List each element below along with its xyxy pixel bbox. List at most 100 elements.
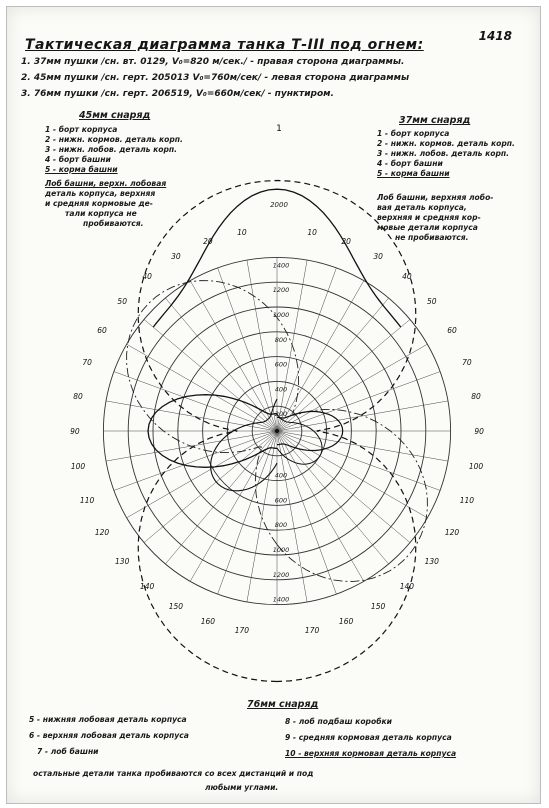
bottom-legend-item: 9 - средняя кормовая деталь корпуса (285, 733, 452, 742)
curve-top-solid (152, 188, 402, 328)
angle-label: 100 (71, 462, 86, 471)
left-legend-note: Лоб башни, верхн. лобовая деталь корпуса… (45, 179, 166, 229)
angle-label: 50 (427, 297, 437, 306)
radial-spoke (276, 280, 365, 432)
left-note-line: пробиваются. (83, 219, 144, 228)
right-note-line: вая деталь корпуса, (377, 203, 467, 212)
angle-label: 140 (400, 582, 415, 591)
angle-label: 60 (97, 326, 107, 335)
angle-label: 150 (169, 602, 184, 611)
radial-spoke (276, 430, 389, 565)
angle-label: 110 (460, 496, 475, 505)
left-note-line: тали корпуса не (65, 209, 137, 218)
right-legend-item: 4 - борт башни (377, 159, 443, 168)
radial-spoke (189, 280, 278, 432)
right-note-line: мовые детали корпуса (377, 223, 478, 232)
bottom-legend-header: 76мм снаряд (247, 699, 319, 710)
left-note-line: и средняя кормовые де- (45, 199, 153, 208)
angle-label: 100 (469, 462, 484, 471)
right-legend-header: 37мм снаряд (399, 115, 471, 126)
angle-label: 10 (237, 228, 247, 237)
right-legend-note: Лоб башни, верхняя лобо- вая деталь корп… (377, 193, 493, 243)
radial-spoke (126, 430, 278, 519)
angle-label: 30 (171, 252, 181, 261)
radial-spoke (113, 430, 278, 491)
ring-label: 1400 (273, 261, 290, 269)
left-note-line: Лоб башни, верхн. лобовая (45, 179, 167, 188)
left-legend-item: 1 - борт корпуса (45, 125, 118, 134)
bottom-legend-item: 10 - верхняя кормовая деталь корпуса (285, 749, 457, 758)
bottom-legend-item: 7 - лоб башни (37, 747, 99, 756)
left-legend-item: 3 - нижн. лобов. деталь корп. (45, 145, 178, 154)
angle-label: 150 (371, 602, 386, 611)
centre-point (275, 429, 279, 433)
ring-label: 400 (275, 472, 287, 480)
angle-label: 20 (203, 237, 213, 246)
diagram-title: Тактическая диаграмма танка Т-III под ог… (25, 37, 424, 53)
right-legend-item: 5 - корма башни (377, 169, 450, 178)
right-note-line: верхняя и средняя кор- (377, 213, 481, 222)
angle-label: 40 (402, 272, 412, 281)
top-range-label: 2000 (270, 201, 288, 209)
ring-label: 1200 (273, 571, 290, 579)
left-legend-item: 5 - корма башни (45, 165, 118, 174)
ring-label: 1000 (273, 546, 290, 554)
curve-45mm-turret-side (210, 398, 278, 492)
bottom-footer-line: остальные детали танка пробиваются со вс… (33, 769, 314, 778)
ring-label: 800 (275, 521, 287, 529)
angle-label: 80 (73, 392, 83, 401)
left-legend: 1 - борт корпуса 2 - нижн. кормов. детал… (45, 125, 183, 175)
weapon-line-1: 1. 37мм пушки /сн. вт. 0129, V₀=820 м/се… (21, 57, 405, 67)
angle-label: 160 (339, 617, 354, 626)
radial-spoke (217, 267, 278, 432)
bottom-footer-line: любыми углами. (205, 783, 279, 792)
curve-dash-dot-lobe (126, 280, 428, 582)
angle-label: 140 (140, 582, 155, 591)
center-label: 1 (276, 124, 282, 134)
left-note-line: деталь корпуса, верхняя (45, 189, 156, 198)
angle-label: 10 (307, 228, 317, 237)
ring-label: 200 (275, 410, 287, 418)
right-legend-item: 2 - нижн. кормов. деталь корп. (377, 139, 515, 148)
angle-label: 120 (95, 528, 110, 537)
radial-spoke (276, 430, 441, 491)
right-note-line: не пробиваются. (395, 233, 469, 242)
bottom-legend-item: 5 - нижняя лобовая деталь корпуса (29, 715, 187, 724)
radial-spoke (143, 430, 278, 543)
angle-label: 130 (425, 557, 440, 566)
radial-spoke (276, 297, 389, 432)
bottom-legend-item: 6 - верхняя лобовая деталь корпуса (29, 731, 189, 740)
angle-label: 90 (474, 427, 484, 436)
radial-spoke (276, 319, 411, 432)
right-legend-item: 1 - борт корпуса (377, 129, 450, 138)
angle-label: 50 (117, 297, 127, 306)
angle-label: 70 (462, 358, 472, 367)
radial-spoke (246, 430, 278, 603)
ring-label: 800 (275, 336, 287, 344)
radial-spoke (246, 259, 278, 432)
angle-label: 120 (445, 528, 460, 537)
document-sheet: 1418 Тактическая диаграмма танка Т-III п… (6, 6, 541, 804)
radial-spoke (126, 343, 278, 432)
right-note-line: Лоб башни, верхняя лобо- (377, 193, 494, 202)
curve-45mm-hull-side (147, 394, 278, 468)
angle-label: 160 (201, 617, 216, 626)
ring-label: 400 (275, 385, 287, 393)
angle-label: 110 (80, 496, 95, 505)
radial-spoke (276, 430, 411, 543)
angle-label: 70 (82, 358, 92, 367)
ring-label: 600 (275, 361, 287, 369)
angle-label: 60 (447, 326, 457, 335)
angle-label: 80 (471, 392, 481, 401)
radial-spoke (276, 430, 449, 462)
radial-spoke (276, 343, 428, 432)
left-legend-item: 2 - нижн. кормов. деталь корп. (45, 135, 183, 144)
page-number: 1418 (478, 29, 512, 43)
curve-37mm-hull-side (277, 410, 344, 452)
radial-spoke (113, 371, 278, 432)
polar-penetration-diagram: 1400120010008006004002004006008001000120… (70, 124, 484, 683)
radial-spoke (165, 297, 278, 432)
curve-76mm-envelope (137, 179, 417, 683)
right-legend-item: 3 - нижн. лобов. деталь корп. (377, 149, 510, 158)
left-legend-item: 4 - борт башни (45, 155, 111, 164)
